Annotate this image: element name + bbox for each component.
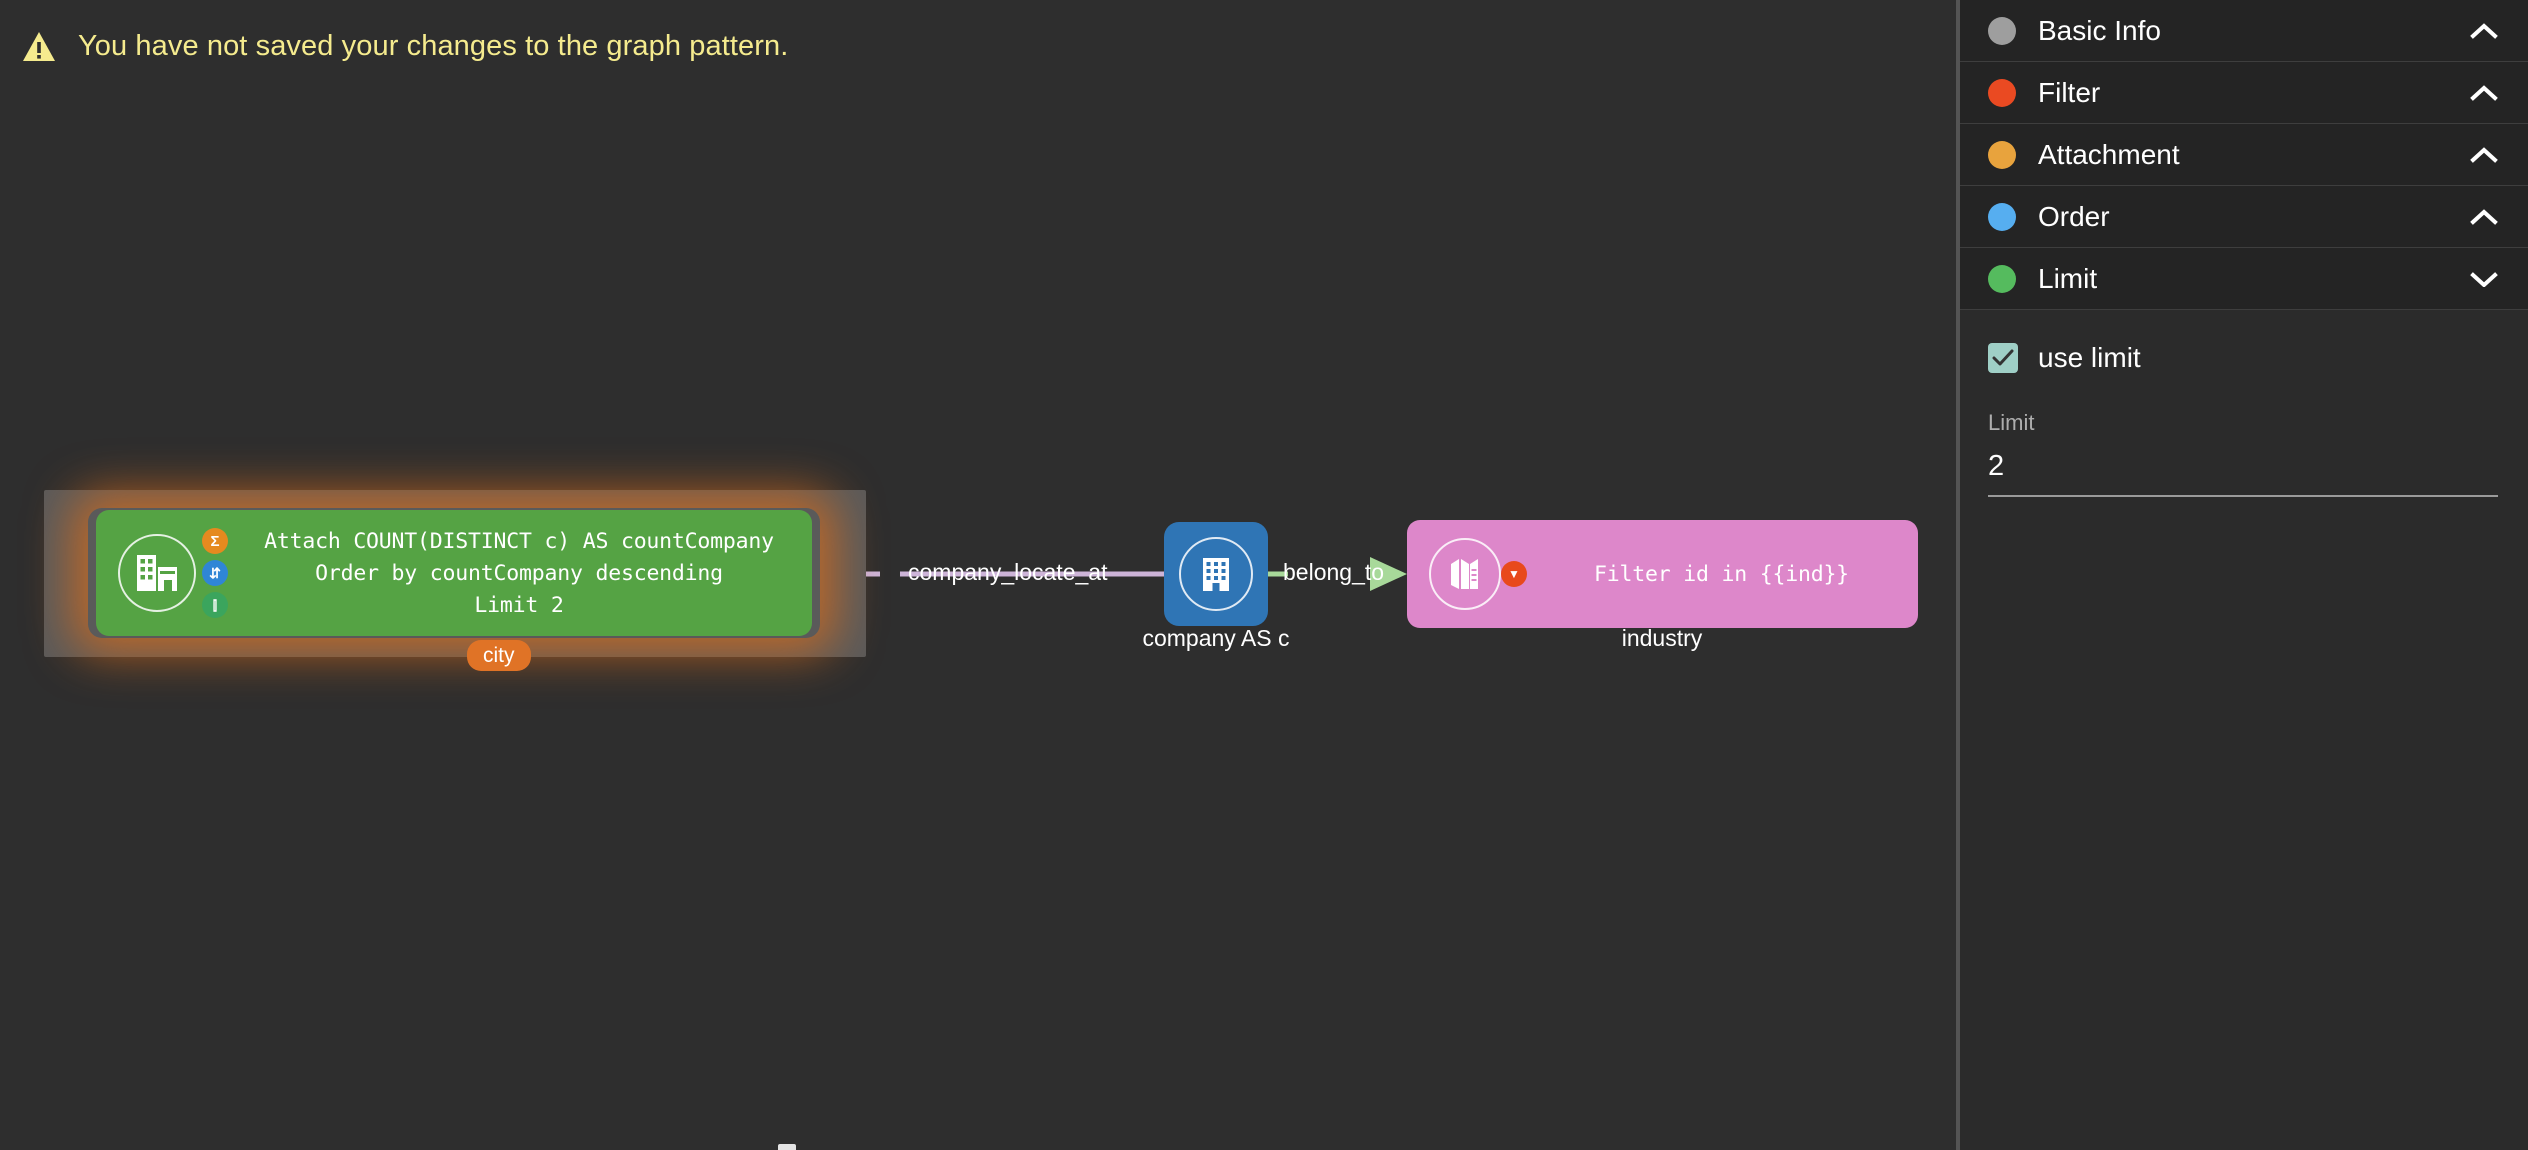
canvas-bottom-control[interactable] <box>778 1144 796 1150</box>
annotation-text: Filter id in {{ind}} <box>1594 561 1849 587</box>
section-label: Limit <box>2038 262 2098 294</box>
chevron-up-icon[interactable] <box>2470 22 2498 39</box>
node-caption-company: company AS c <box>1142 625 1290 651</box>
section-label: Order <box>2038 200 2110 232</box>
use-limit-checkbox[interactable] <box>1988 343 2018 373</box>
chevron-up-icon[interactable] <box>2470 84 2498 101</box>
limit-icon: ⫿ <box>202 592 228 618</box>
node-caption-industry: industry <box>1621 625 1703 651</box>
edge-label-belong-to: belong_to <box>1283 559 1385 585</box>
node-annotations-city: Σ Attach COUNT(DISTINCT c) AS countCompa… <box>202 528 812 618</box>
limit-field-value[interactable]: 2 <box>1988 450 2498 497</box>
section-dot-icon <box>1988 202 2016 231</box>
panel-section-attachment[interactable]: Attachment <box>1960 124 2528 186</box>
use-limit-row[interactable]: use limit <box>1988 342 2498 374</box>
panel-section-limit[interactable]: Limit <box>1960 248 2528 310</box>
chevron-down-icon[interactable] <box>2470 271 2498 287</box>
annotation-row[interactable]: ⫿ Limit 2 <box>202 592 798 618</box>
panel-divider <box>1956 0 1960 1150</box>
chevron-up-icon[interactable] <box>2470 146 2498 163</box>
office-building-icon <box>1179 537 1253 611</box>
graph-canvas[interactable]: You have not saved your changes to the g… <box>0 0 1956 1150</box>
section-dot-icon <box>1988 78 2016 107</box>
unsaved-changes-warning: You have not saved your changes to the g… <box>22 30 788 63</box>
edge-label-company-locate-at: company_locate_at <box>908 559 1108 585</box>
section-dot-icon <box>1988 16 2016 45</box>
properties-panel: Basic Info Filter Attachment Order <box>1960 0 2528 1150</box>
annotation-row[interactable]: ⇵ Order by countCompany descending <box>202 560 798 586</box>
annotation-row[interactable]: Σ Attach COUNT(DISTINCT c) AS countCompa… <box>202 528 798 554</box>
stacked-boxes-icon <box>1429 538 1501 610</box>
annotation-text: Order by countCompany descending <box>315 560 723 586</box>
section-dot-icon <box>1988 264 2016 293</box>
limit-field-label: Limit <box>1988 410 2035 435</box>
graph-node-industry[interactable]: ▼ Filter id in {{ind}} <box>1407 520 1918 628</box>
check-icon <box>1992 349 2014 366</box>
panel-section-basic-info[interactable]: Basic Info <box>1960 0 2528 62</box>
section-label: Attachment <box>2038 138 2180 170</box>
section-dot-icon <box>1988 140 2016 169</box>
use-limit-label: use limit <box>2038 342 2141 373</box>
graph-node-company[interactable] <box>1164 522 1268 626</box>
filter-funnel-icon: ▼ <box>1501 561 1527 587</box>
node-label-badge-city[interactable]: city <box>467 640 531 671</box>
section-label: Filter <box>2038 76 2101 108</box>
annotation-text: Attach COUNT(DISTINCT c) AS countCompany <box>264 528 774 554</box>
limit-field[interactable]: Limit 2 <box>1988 410 2498 497</box>
section-label: Basic Info <box>2038 14 2161 46</box>
sigma-aggregate-icon: Σ <box>202 528 228 554</box>
annotation-row[interactable]: ▼ Filter id in {{ind}} <box>1501 561 1904 587</box>
warning-message: You have not saved your changes to the g… <box>78 30 789 62</box>
annotation-text: Limit 2 <box>474 592 564 618</box>
panel-section-filter[interactable]: Filter <box>1960 62 2528 124</box>
limit-section-body: use limit Limit 2 <box>1960 310 2528 497</box>
panel-section-order[interactable]: Order <box>1960 186 2528 248</box>
graph-node-city[interactable]: Σ Attach COUNT(DISTINCT c) AS countCompa… <box>96 510 812 636</box>
city-buildings-icon <box>118 534 196 612</box>
chevron-up-icon[interactable] <box>2470 208 2498 225</box>
warning-triangle-icon <box>23 31 55 61</box>
sort-descending-icon: ⇵ <box>202 560 228 586</box>
node-annotations-industry: ▼ Filter id in {{ind}} <box>1501 561 1918 587</box>
